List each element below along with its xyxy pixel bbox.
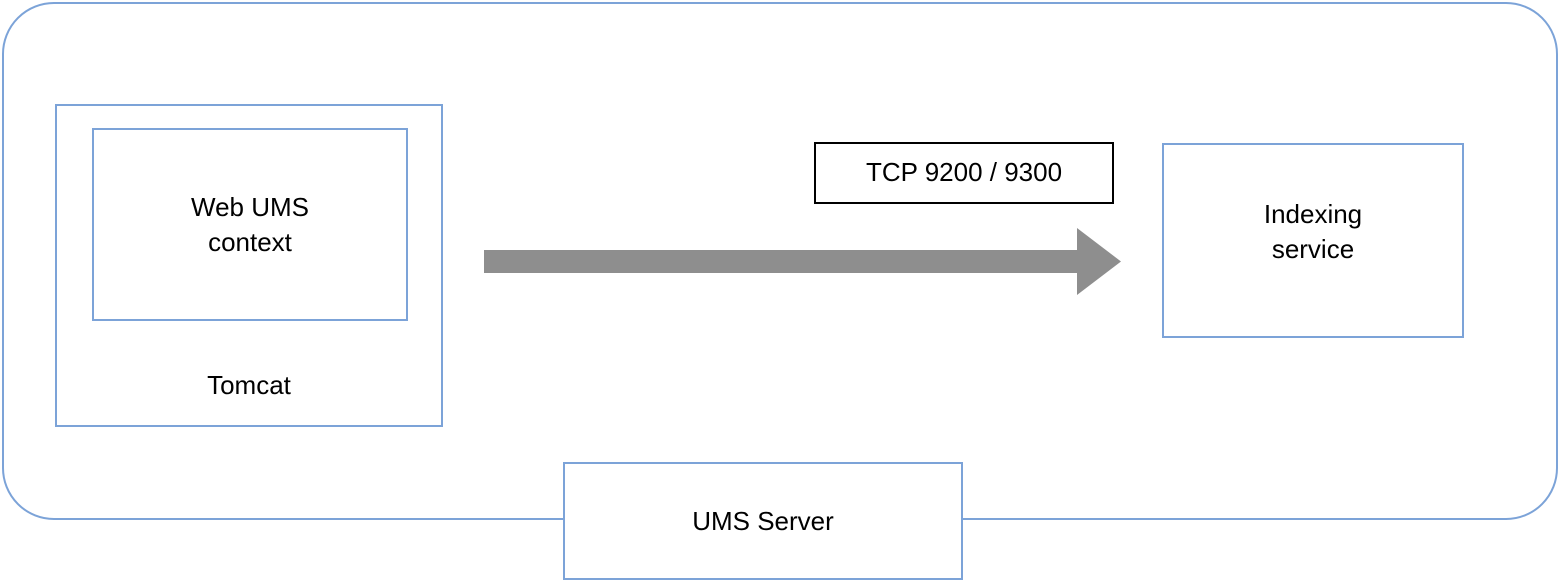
tcp-ports-callout[interactable]: TCP 9200 / 9300 [814, 142, 1114, 204]
tcp-connection-arrow [484, 228, 1121, 295]
indexing-service-box[interactable]: Indexing service [1162, 143, 1464, 338]
indexing-service-label: Indexing service [1263, 199, 1363, 264]
web-ums-context-box[interactable]: Web UMS context [92, 128, 408, 321]
ums-server-box[interactable]: UMS Server [563, 462, 963, 580]
block-arrow-icon [484, 228, 1121, 295]
tomcat-label: Tomcat [207, 370, 291, 401]
tomcat-box[interactable]: Web UMS context Tomcat [55, 104, 443, 427]
tcp-ports-label: TCP 9200 / 9300 [865, 157, 1063, 187]
web-ums-context-label: Web UMS context [191, 192, 309, 257]
ums-server-label: UMS Server [692, 506, 834, 536]
